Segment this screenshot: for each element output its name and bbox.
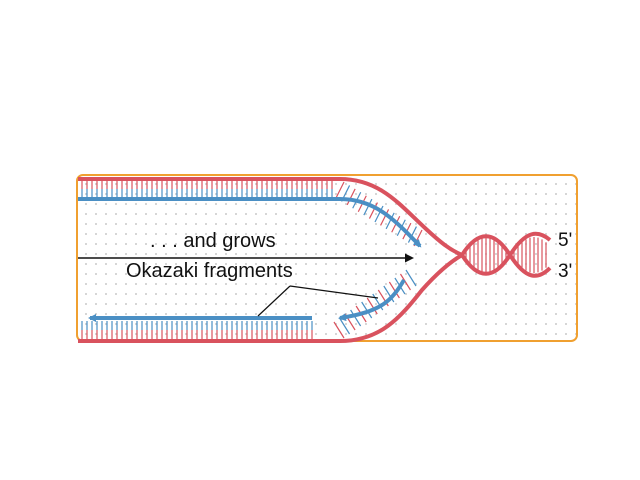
base-pair-rungs [81,181,547,339]
base-pair-rung [350,309,362,327]
bottom-parent-strand [78,253,464,343]
five-prime-label: 5' [558,230,573,251]
okazaki-fragment-near-fork [338,278,406,322]
okazaki-callout-line-2 [289,285,379,299]
base-pair-rung [363,198,373,216]
base-pair-rung [346,188,356,206]
helix-strand-b [460,231,552,276]
base-pair-rung [399,273,411,291]
base-pair-rung [333,321,345,339]
three-prime-label: 3' [558,261,573,282]
base-pair-rung [388,281,400,299]
base-pair-rung [383,285,395,303]
base-pair-rung [335,181,345,199]
base-pair-rung [374,205,384,223]
base-pair-rung [385,212,395,230]
base-pair-rung [380,209,390,226]
base-pair-rung [366,297,378,315]
and-grows-label: . . . and grows [150,230,276,252]
base-pair-rung [407,226,417,243]
base-pair-rung [368,202,378,219]
okazaki-fragments-label: Okazaki fragments [126,260,293,282]
top-parent-strand [78,177,463,257]
okazaki-callout-line-1 [257,285,291,317]
base-pair-rung [405,269,417,287]
leading-strand [78,197,422,248]
base-pair-rung [339,317,351,335]
